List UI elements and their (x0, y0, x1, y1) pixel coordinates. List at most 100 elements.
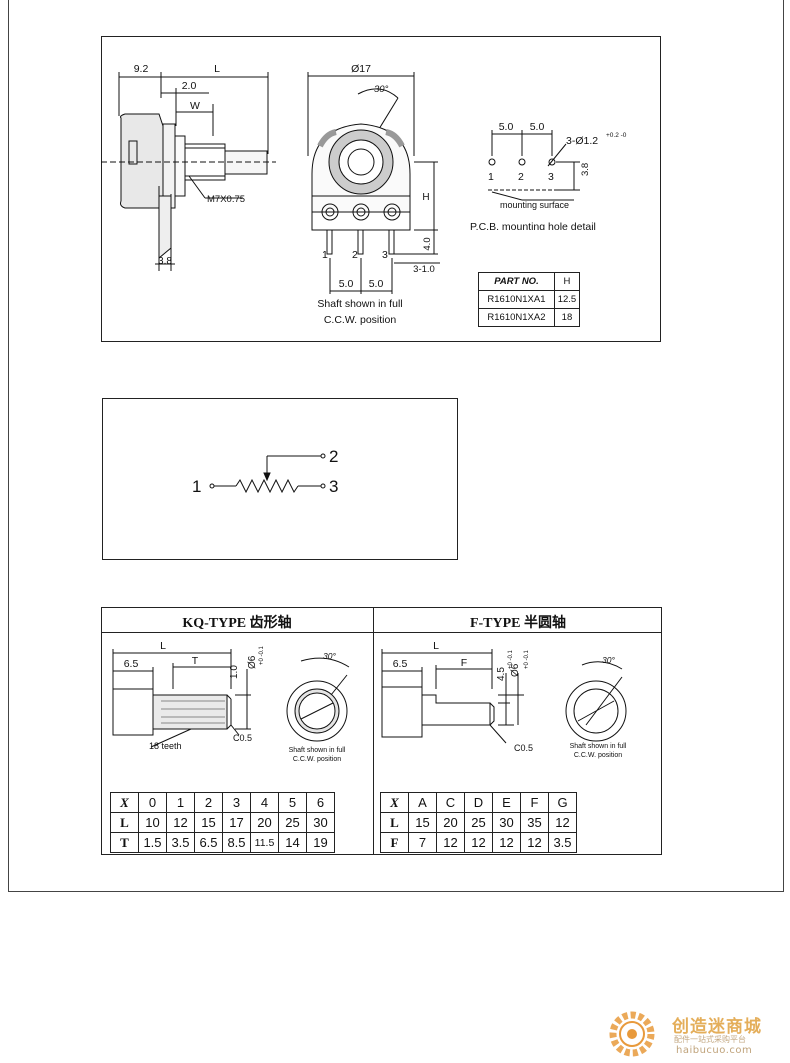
potentiometer-front-view: Ø17 30° H 4.0 3-1.0 1 2 3 5.0 5.0 Shaft … (307, 63, 440, 326)
kq-dim-L: L (160, 640, 166, 652)
kq-h4: 3 (222, 792, 251, 813)
kq-teeth-label: 18 teeth (149, 741, 182, 751)
h-header: H (553, 272, 581, 291)
f-h1: A (408, 792, 437, 813)
kq-tol-phi6: +0 -0.1 (259, 645, 265, 665)
kq-T2: 3.5 (166, 832, 195, 853)
f-type-title: F-TYPE 半圆轴 (469, 616, 567, 631)
schematic-panel (102, 398, 458, 560)
f-L4: 30 (492, 812, 521, 833)
kq-shaft-drawing: 6.5 L T 1.0 Ø6 +0 -0.1 18 teeth C0.5 30°… (112, 640, 350, 763)
f-caption-2: C.C.W. position (574, 752, 622, 759)
f-L5: 35 (520, 812, 549, 833)
shaft-divider (373, 607, 374, 855)
f-L3: 25 (464, 812, 493, 833)
kq-T1: 1.5 (138, 832, 167, 853)
pcb-hole-detail: 5.0 5.0 3-Ø1.2 +0.2 -0 1 2 3 3.8 mountin… (470, 121, 627, 230)
dim-5-0-b: 5.0 (369, 278, 384, 290)
schematic-pin-1: 1 (192, 477, 201, 496)
potentiometer-side-view: 9.2 L 2.0 W M7X0.75 3.8 (101, 63, 276, 271)
pcb-dim-3-8: 3.8 (580, 163, 591, 176)
dimension-drawing-panel (101, 36, 661, 342)
kq-T4: 8.5 (222, 832, 251, 853)
kq-L6: 25 (278, 812, 307, 833)
kq-dim-1-0: 1.0 (229, 665, 240, 679)
f-dimension-table: X A C D E F G L 15 20 25 30 35 12 F 7 12… (380, 792, 577, 853)
f-caption-1: Shaft shown in full (570, 743, 627, 750)
watermark-cn-text: 创造迷商城 (672, 1017, 762, 1037)
part-row-1: R1610N1XA1 (478, 290, 555, 309)
f-h3: D (464, 792, 493, 813)
kq-dim-T: T (192, 655, 199, 667)
f-L6: 12 (548, 812, 577, 833)
f-dim-4-5: 4.5 (496, 667, 507, 681)
f-c05-label: C0.5 (514, 743, 533, 753)
pcb-pin-2: 2 (518, 171, 524, 183)
kq-dimension-table: X 0 1 2 3 4 5 6 L 10 12 15 17 20 25 30 T… (110, 792, 335, 853)
kq-L2: 12 (166, 812, 195, 833)
f-h4: E (492, 792, 521, 813)
f-dim-phi6: Ø6 (510, 663, 521, 677)
pcb-dim-5-0-a: 5.0 (499, 121, 514, 133)
gear-logo-icon (609, 1011, 655, 1057)
kq-h2: 1 (166, 792, 195, 813)
f-F6: 3.5 (548, 832, 577, 853)
kq-h0: X (110, 792, 139, 813)
kq-T0: T (110, 832, 139, 853)
f-F1: 7 (408, 832, 437, 853)
shaft-types-panel (101, 607, 662, 855)
f-F5: 12 (520, 832, 549, 853)
pin-1-label: 1 (322, 249, 328, 261)
kq-T3: 6.5 (194, 832, 223, 853)
pcb-pin-1: 1 (488, 171, 494, 183)
kq-L3: 15 (194, 812, 223, 833)
dim-phi17: Ø17 (351, 63, 371, 75)
kq-L0: L (110, 812, 139, 833)
dim-4-0: 4.0 (422, 237, 433, 250)
f-L2: 20 (436, 812, 465, 833)
f-F4: 12 (492, 832, 521, 853)
angle-label: 30° (374, 84, 389, 95)
dim-9-2: 9.2 (134, 63, 149, 75)
f-L0: L (380, 812, 409, 833)
f-dim-L: L (433, 640, 439, 652)
pcb-pin-3: 3 (548, 171, 554, 183)
pcb-dim-5-0-b: 5.0 (530, 121, 545, 133)
shaft-header-line (101, 632, 662, 633)
pcb-detail-caption: P.C.B. mounting hole detail (470, 221, 596, 230)
schematic-pin-3: 3 (329, 477, 338, 496)
dim-2-0: 2.0 (182, 80, 197, 92)
kq-L4: 17 (222, 812, 251, 833)
dim-W: W (190, 100, 200, 112)
kq-dim-6-5: 6.5 (124, 658, 139, 670)
watermark-domain: haibucuo.com (676, 1045, 753, 1056)
h-row-2: 18 (553, 308, 581, 327)
dim-3-8-side: 3.8 (158, 256, 172, 267)
caption-line2: C.C.W. position (324, 314, 397, 326)
f-L1: 15 (408, 812, 437, 833)
f-F0: F (380, 832, 409, 853)
f-dim-F: F (461, 657, 467, 669)
f-tol-4-5: +0 -0.1 (508, 649, 514, 669)
f-dim-6-5: 6.5 (393, 658, 408, 670)
kq-caption-1: Shaft shown in full (289, 747, 346, 754)
kq-c05-label: C0.5 (233, 733, 252, 743)
f-h5: F (520, 792, 549, 813)
kq-h7: 6 (306, 792, 335, 813)
watermark-sub-text: 配件一站式采购平台 (674, 1035, 746, 1044)
kq-T6: 14 (278, 832, 307, 853)
pin-3-label: 3 (382, 249, 388, 261)
caption-line1: Shaft shown in full (317, 298, 402, 310)
kq-h3: 2 (194, 792, 223, 813)
part-header: PART NO. (478, 272, 555, 291)
f-h2: C (436, 792, 465, 813)
dim-H: H (422, 192, 429, 203)
kq-h6: 5 (278, 792, 307, 813)
pcb-hole-size: 3-Ø1.2 (566, 135, 598, 147)
page-frame (8, 0, 784, 892)
thread-label: M7X0.75 (207, 194, 245, 205)
kq-L7: 30 (306, 812, 335, 833)
f-shaft-drawing: 6.5 L F 4.5 +0 -0.1 Ø6 +0 -0.1 C0.5 30° … (381, 640, 627, 759)
f-F3: 12 (464, 832, 493, 853)
watermark: 创造迷商城 配件一站式采购平台 haibucuo.com (600, 1006, 788, 1060)
